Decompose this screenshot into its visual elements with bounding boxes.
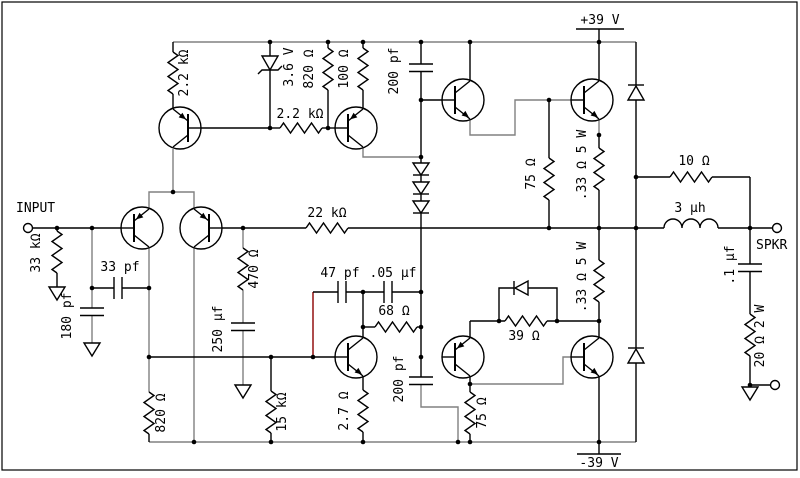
r820-top-label: 820 Ω bbox=[302, 49, 317, 88]
c05uf-label: .05 µf bbox=[370, 266, 417, 281]
r33-up-label: .33 Ω 5 W bbox=[575, 130, 590, 201]
r68-label: 68 Ω bbox=[378, 304, 409, 319]
transistor-q3 bbox=[158, 106, 202, 150]
transistor-q4 bbox=[334, 106, 378, 150]
r33-low-label: .33 Ω 5 W bbox=[575, 242, 590, 313]
transistor-q7 bbox=[334, 335, 378, 379]
r22k-label: 22 kΩ bbox=[307, 206, 346, 221]
input-terminal bbox=[22, 222, 34, 234]
input-label: INPUT bbox=[16, 201, 55, 216]
r15k-label: 15 kΩ bbox=[275, 392, 290, 431]
r39-label: 39 Ω bbox=[508, 329, 539, 344]
c180pf-label: 180 pf bbox=[60, 293, 75, 340]
inductor-3uh bbox=[663, 218, 719, 229]
bias-column bbox=[408, 42, 434, 386]
r820-bot-label: 820 Ω bbox=[154, 393, 169, 432]
r75-low-label: 75 Ω bbox=[475, 397, 490, 428]
c33pf-label: 33 pf bbox=[100, 260, 139, 275]
bias-resistors bbox=[322, 42, 369, 128]
output-network bbox=[636, 171, 783, 401]
lower-output-network bbox=[464, 228, 605, 442]
c250uf-label: 250 µf bbox=[211, 306, 226, 353]
r20-label: 20 Ω 2 W bbox=[753, 305, 768, 368]
upper-output-network bbox=[421, 42, 605, 228]
vminus-label: -39 V bbox=[579, 456, 618, 471]
transistor-q9 bbox=[570, 335, 614, 379]
q9-base-path bbox=[470, 356, 571, 385]
vplus-label: +39 V bbox=[580, 13, 619, 28]
r75-up-label: 75 Ω bbox=[524, 158, 539, 189]
q5-emitter-path bbox=[469, 99, 571, 136]
catch-diode-column bbox=[627, 42, 645, 442]
junction-dots bbox=[54, 39, 753, 445]
l3uh-label: 3 µh bbox=[674, 201, 705, 216]
labels: INPUT SPKR +39 V -39 V 33 kΩ 180 pf 33 p… bbox=[16, 13, 787, 471]
transistor-q8 bbox=[441, 335, 485, 379]
r10-label: 10 Ω bbox=[678, 154, 709, 169]
transistor-q2 bbox=[179, 206, 223, 250]
transistor-q1 bbox=[120, 206, 164, 250]
r2k2-horiz-label: 2.2 kΩ bbox=[277, 107, 324, 122]
c200-bot-path bbox=[420, 385, 459, 442]
r2r7-label: 2.7 Ω bbox=[337, 391, 352, 430]
speaker-terminal bbox=[771, 222, 783, 234]
q4-collector-path bbox=[362, 147, 421, 158]
r2k2-vert-label: 2.2 kΩ bbox=[177, 49, 192, 96]
r100-label: 100 Ω bbox=[337, 49, 352, 88]
zener-branch bbox=[257, 42, 283, 128]
c200pf-top-label: 200 pf bbox=[387, 48, 402, 95]
speaker-label: SPKR bbox=[756, 238, 787, 253]
c01uf-label: .1 µf bbox=[723, 245, 738, 284]
r33k-label: 33 kΩ bbox=[29, 233, 44, 272]
output-feedback-line bbox=[222, 222, 636, 234]
c200pf-bot-label: 200 pf bbox=[392, 356, 407, 403]
speaker-return-terminal bbox=[769, 379, 781, 391]
transistor-q6 bbox=[570, 78, 614, 122]
z3v6-label: 3.6 V bbox=[282, 47, 297, 86]
c47pf-label: 47 pf bbox=[320, 266, 359, 281]
transistor-q5 bbox=[441, 78, 485, 122]
input-section bbox=[22, 222, 149, 357]
r470-label: 470 Ω bbox=[247, 249, 262, 288]
